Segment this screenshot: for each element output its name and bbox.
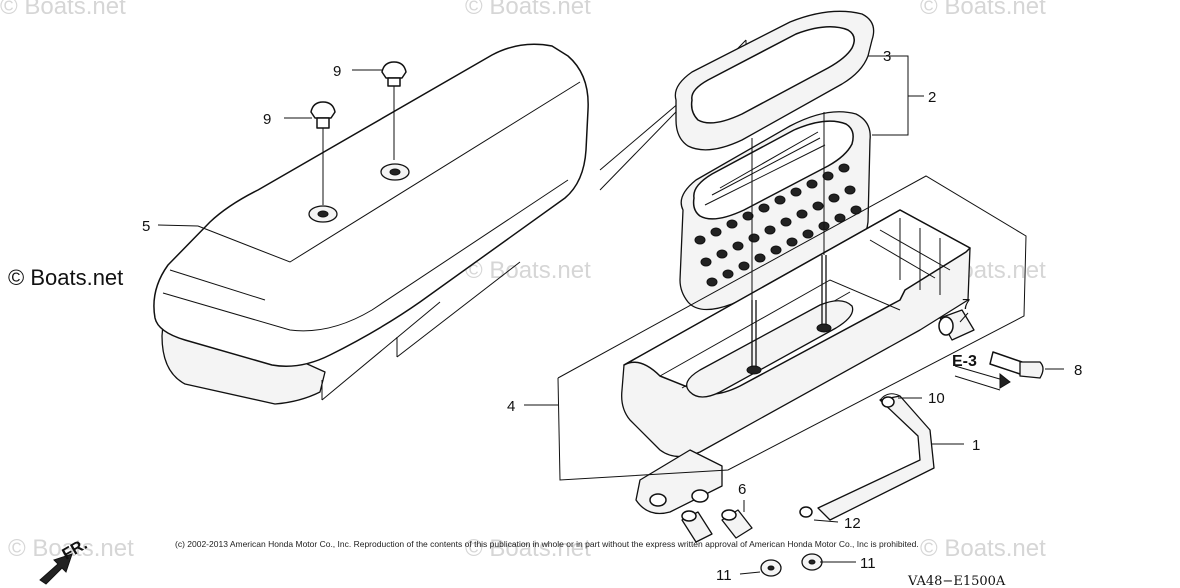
callout-11-left: 11 [716, 567, 732, 584]
callout-9-lower: 9 [263, 111, 271, 128]
callout-6: 6 [738, 481, 746, 498]
callout-labels: 3 2 4 5 9 9 7 8 10 1 6 12 11 11 E-3 [142, 48, 1082, 584]
watermark-bottom-mid: © Boats.net [465, 535, 591, 562]
case-bracket-outline [557, 175, 1027, 481]
reference-arrows [954, 365, 1011, 391]
brand-label: © Boats.net [8, 265, 123, 290]
callout-3: 3 [883, 48, 891, 65]
breather-tube [817, 393, 935, 521]
callout-leaders [157, 55, 1064, 575]
watermark-mid-center: © Boats.net [465, 257, 591, 284]
collar-7 [938, 309, 975, 341]
callout-1: 1 [972, 437, 980, 454]
watermark-bottom-right: © Boats.net [920, 535, 1046, 562]
callout-9-upper: 9 [333, 63, 341, 80]
callout-4: 4 [507, 398, 515, 415]
foam-element [674, 10, 875, 151]
watermark-top-right: © Boats.net [920, 0, 1046, 20]
callout-11-right: 11 [860, 555, 876, 572]
callout-10: 10 [928, 390, 945, 407]
callout-5: 5 [142, 218, 150, 235]
tube-clips [799, 396, 895, 518]
callout-8: 8 [1074, 362, 1082, 379]
callout-12: 12 [844, 515, 861, 532]
reference-e3: E-3 [952, 353, 977, 370]
callout-7: 7 [962, 296, 970, 313]
air-cleaner-case [621, 112, 971, 515]
watermark-top-left: © Boats.net [0, 0, 126, 20]
bolt-8 [989, 351, 1044, 379]
copyright-notice: (c) 2002-2013 American Honda Motor Co., … [175, 539, 919, 549]
cover-knobs [310, 61, 407, 205]
watermark-top-mid: © Boats.net [465, 0, 591, 20]
callout-2: 2 [928, 89, 936, 106]
collars-6 [681, 509, 753, 543]
diagram-code: VA48−E1500A [907, 574, 1006, 588]
air-cleaner-cover [153, 43, 589, 405]
grommets-11 [760, 553, 823, 577]
